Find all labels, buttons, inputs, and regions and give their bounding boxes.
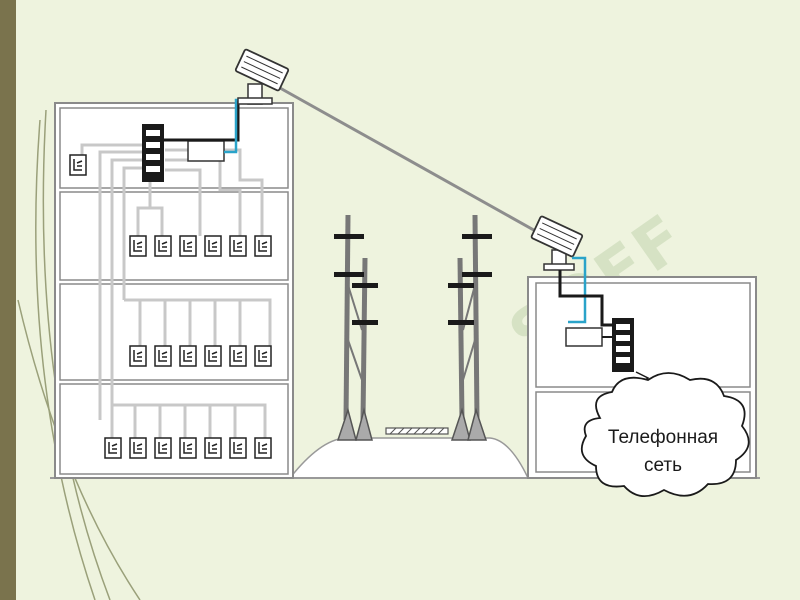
telephone-set-icon xyxy=(154,437,172,459)
cloud-label-line2: сеть xyxy=(643,455,683,476)
ground-hatch xyxy=(385,427,449,435)
network-cloud xyxy=(580,372,750,497)
cloud-label-line1: Телефонная xyxy=(607,427,719,448)
telephone-set-icon xyxy=(254,235,272,257)
telephone-set-icon xyxy=(129,345,147,367)
left-modem xyxy=(187,140,225,162)
telephone-set-icon xyxy=(179,345,197,367)
right-tower-pair xyxy=(448,214,492,441)
telephone-set-icon xyxy=(229,235,247,257)
telephone-set-icon xyxy=(129,437,147,459)
left-stripe xyxy=(0,0,16,600)
right-antenna xyxy=(530,215,584,271)
left-building xyxy=(54,102,294,479)
telephone-set-icon xyxy=(179,235,197,257)
telephone-set-icon xyxy=(229,437,247,459)
telephone-set-icon xyxy=(179,437,197,459)
telephone-set-icon xyxy=(204,345,222,367)
telephone-set-icon xyxy=(129,235,147,257)
right-blue-wire xyxy=(568,256,587,324)
right-switch-block xyxy=(612,318,634,372)
left-switch-block xyxy=(142,124,164,182)
telephone-set-icon xyxy=(69,154,87,176)
right-modem xyxy=(565,327,603,347)
telephone-set-icon xyxy=(204,437,222,459)
power-towers xyxy=(334,214,492,441)
left-tower-pair xyxy=(334,214,378,441)
radio-link-beam xyxy=(279,86,549,240)
phone-sets xyxy=(69,154,272,459)
left-antenna xyxy=(234,48,290,105)
telephone-set-icon xyxy=(229,345,247,367)
telephone-set-icon xyxy=(154,235,172,257)
telephone-set-icon xyxy=(254,437,272,459)
telephone-set-icon xyxy=(204,235,222,257)
telephone-set-icon xyxy=(104,437,122,459)
telephone-set-icon xyxy=(154,345,172,367)
telephone-set-icon xyxy=(254,345,272,367)
left-wiring xyxy=(80,143,272,440)
ground-hill xyxy=(288,437,530,479)
